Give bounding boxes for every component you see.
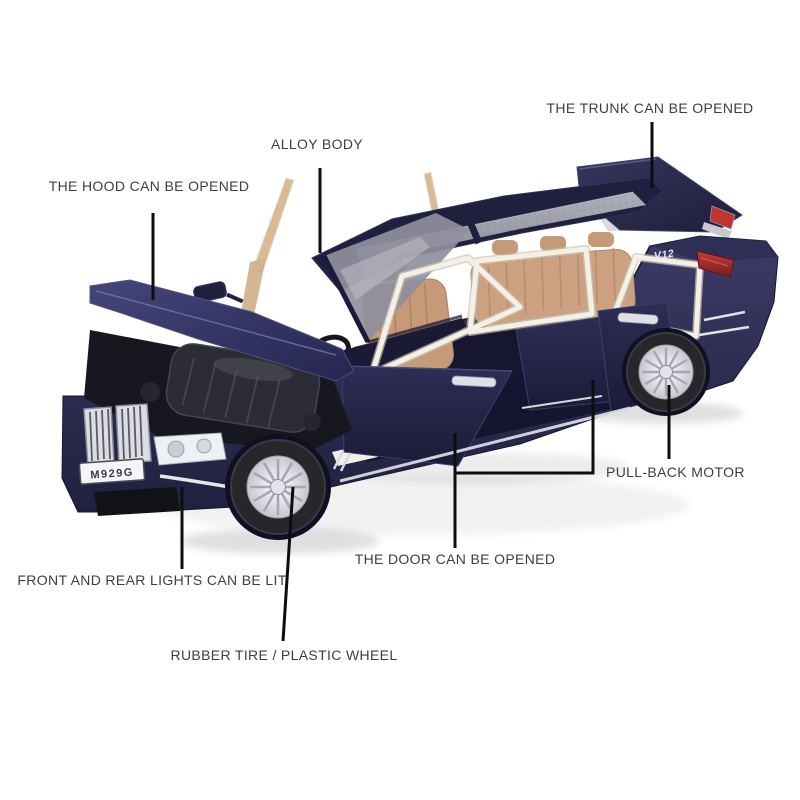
rear-wheel [622,328,710,416]
v12-badge: V12 [653,247,675,262]
rear-details: V12 [653,247,750,337]
license-plate-text: M929G [90,466,134,481]
front-fascia: M929G [78,403,352,516]
front-wheel [225,434,331,540]
tail-light [696,250,735,278]
door-callout-branch-line [455,380,595,475]
kidney-grille [83,403,152,467]
annotation-label-tire: RUBBER TIRE / PLASTIC WHEEL [170,647,398,663]
annotation-label-trunk: THE TRUNK CAN BE OPENED [546,100,754,116]
side-mirror-icon [193,281,244,304]
engine-bay [84,330,352,452]
tire-callout-line [281,486,295,642]
front-door-handle [451,375,497,388]
rear-door-handle [617,312,659,325]
headlight [153,432,227,466]
open-door-front [341,365,513,467]
annotation-label-pull-back-motor: PULL-BACK MOTOR [606,464,745,480]
rear-bumper-trim [698,310,750,337]
middle-door-window-frame [467,246,595,335]
annotation-label-lights: FRONT AND REAR LIGHTS CAN BE LIT [17,572,287,588]
annotation-label-alloy-body: ALLOY BODY [271,136,363,152]
annotation-label-hood: THE HOOD CAN BE OPENED [48,178,250,194]
open-hood [89,279,355,382]
annotation-label-door: THE DOOR CAN BE OPENED [354,551,556,567]
front-intake [94,487,180,516]
license-plate: M929G [78,458,146,485]
rocker-trim [339,406,631,483]
